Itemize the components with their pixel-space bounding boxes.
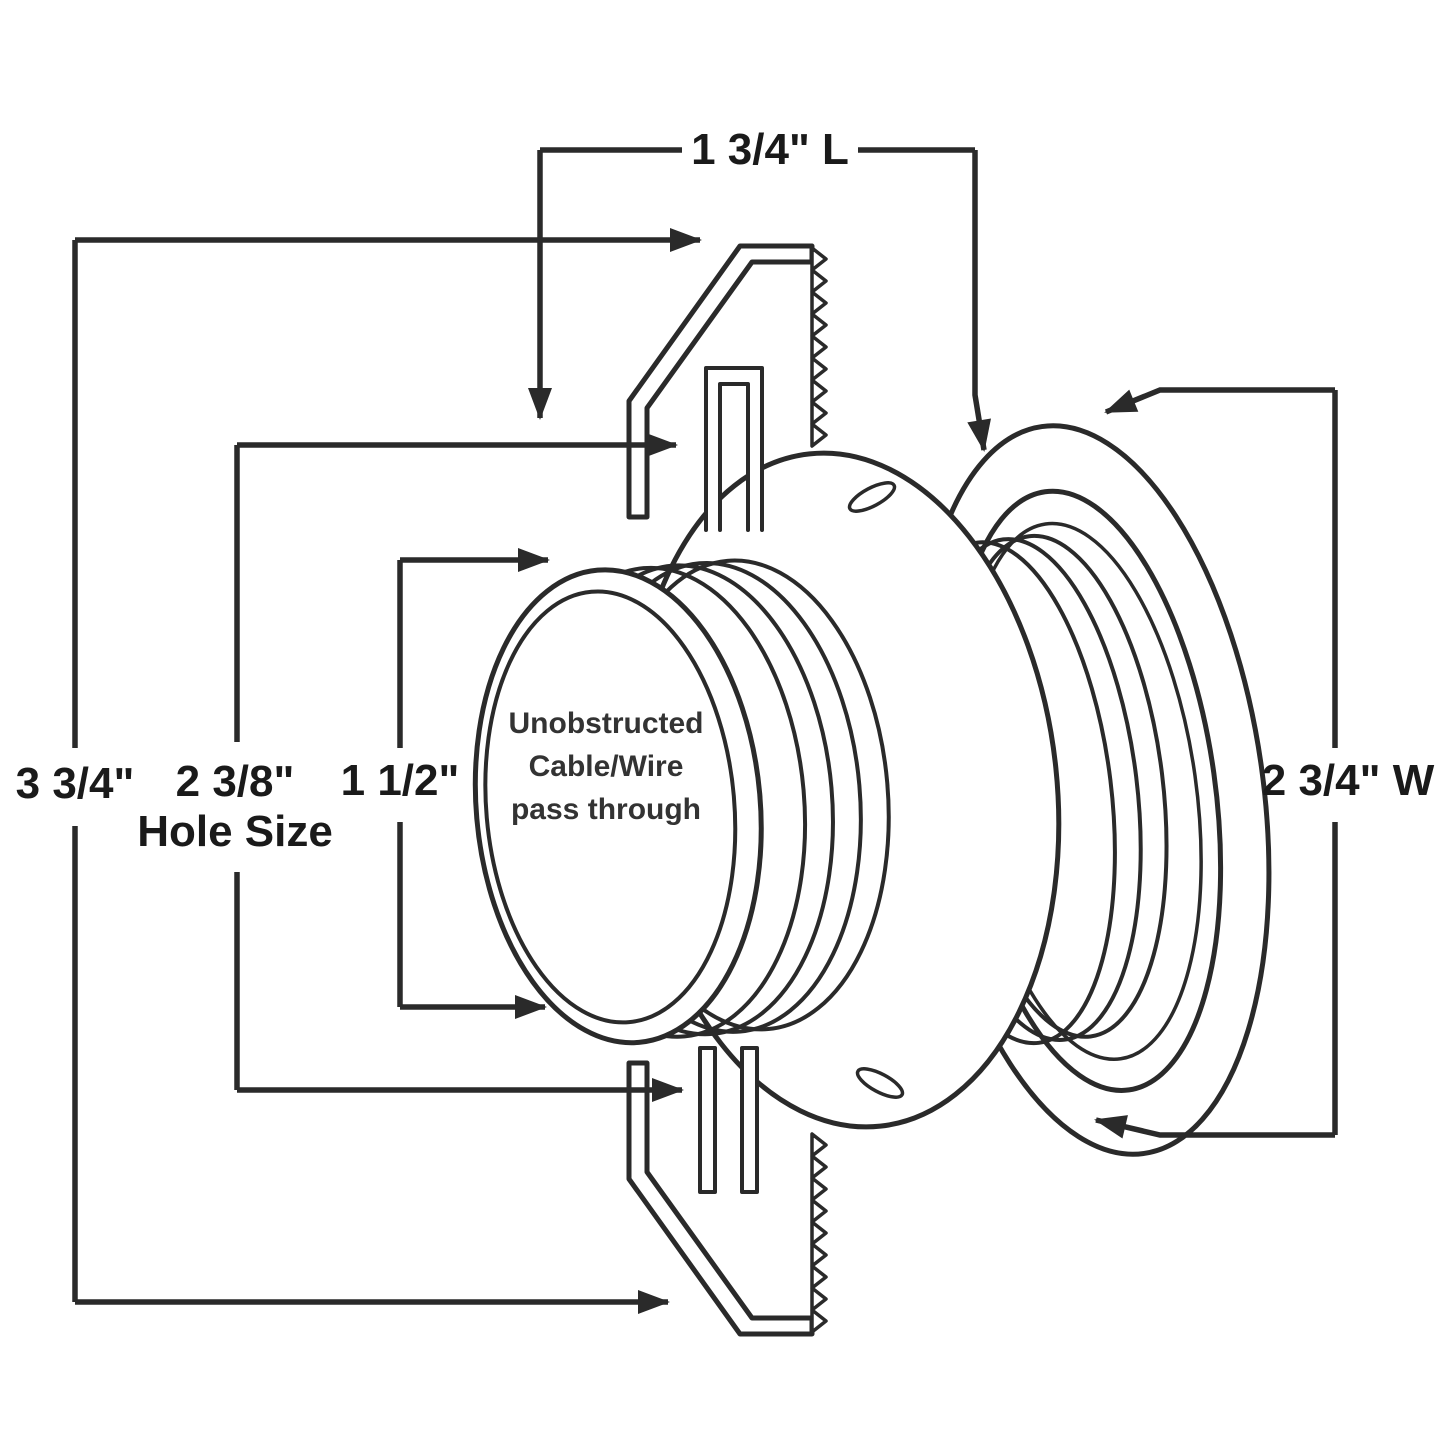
mounting-clip-bottom: [626, 1046, 828, 1337]
center-label-line1: Unobstructed: [509, 707, 704, 740]
dim-inner-passage-label: 1 1/2": [341, 756, 460, 805]
dim-hole-size-label: 2 3/8": [176, 757, 295, 806]
dim-depth: [528, 147, 991, 452]
dim-hole-size-caption: Hole Size: [137, 807, 333, 856]
center-label-line2: Cable/Wire: [529, 750, 684, 783]
front-cap-face: [483, 589, 738, 1025]
dim-line-arrow: [1104, 387, 1335, 415]
clip-prong-left: [698, 1046, 717, 1194]
dim-hole-size: [234, 433, 684, 1102]
grommet-drawing: [472, 243, 1272, 1337]
dim-flange-width-label: 2 3/4" W: [1262, 756, 1435, 805]
front-cap-group: [472, 558, 891, 1046]
body-slot-top: [847, 481, 897, 513]
clip-prong-right: [740, 1046, 759, 1194]
dim-overall-height: [72, 228, 702, 1314]
dim-depth-label: 1 3/4" L: [691, 125, 849, 174]
clip-prongs-outline: [704, 366, 764, 532]
body-slot-bottom: [855, 1067, 905, 1099]
clip-prongs-inner: [718, 382, 750, 532]
mounting-clip-top: [626, 243, 828, 532]
dim-inner-passage: [397, 548, 550, 1019]
center-label-line3: pass through: [511, 793, 701, 826]
center-label: Unobstructed Cable/Wire pass through: [509, 707, 704, 826]
dim-line-arrow: [1094, 1115, 1335, 1139]
clip-serration: [810, 1132, 828, 1334]
clip-serration: [810, 246, 828, 448]
dimension-labels: 1 3/4" L 3 3/4" 2 3/8" Hole Size 1 1/2" …: [16, 125, 1435, 856]
dim-overall-height-label: 3 3/4": [16, 759, 135, 808]
dim-flange-width: [1094, 387, 1338, 1139]
dim-line-arrow: [967, 150, 991, 452]
